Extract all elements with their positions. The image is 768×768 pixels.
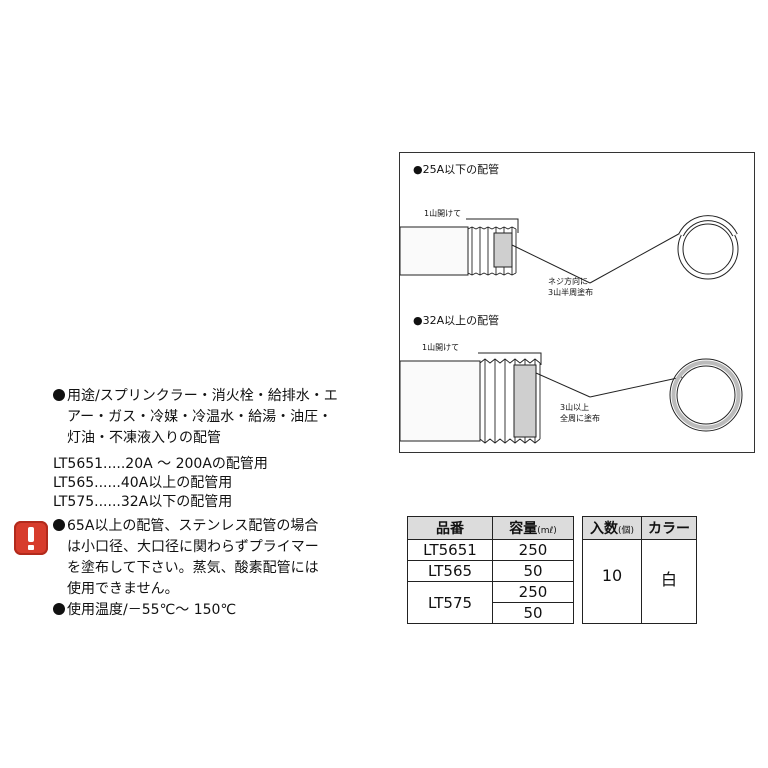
color-cell: 白 [641, 539, 697, 624]
usage-line-3: 灯油・不凍液入りの配管 [67, 430, 221, 446]
bullet-icon [53, 389, 65, 401]
qty-cell: 10 [582, 539, 642, 624]
header-model-cell: 品番 [407, 516, 493, 540]
warning-line-3: を塗布して下さい。蒸気、酸素配管には [67, 560, 319, 576]
section-32a-thread-label: 1山開けて [422, 343, 460, 352]
model-cell: LT5651 [407, 539, 493, 561]
section-25a-apply-label-1: ネジ方向に [548, 277, 588, 286]
ring-25a [677, 215, 739, 280]
bullet-icon [53, 603, 65, 615]
bullet-icon [53, 519, 65, 531]
warning-icon [14, 521, 48, 555]
model-line-3: LT575......32A以下の配管用 [53, 494, 233, 510]
section-32a-apply-label-2: 全周に塗布 [560, 414, 600, 423]
header-qty-cell: 入数(個) [582, 516, 642, 540]
pipe-diagram [400, 215, 743, 444]
pipe-25a [400, 218, 685, 284]
section-32a-title: ●32A以上の配管 [413, 314, 500, 327]
model-line-2: LT565......40A以上の配管用 [53, 475, 233, 491]
pipe-32a [400, 352, 683, 444]
header-color-cell: カラー [641, 516, 697, 540]
warning-line-4: 使用できません。 [67, 581, 179, 597]
model-cell: LT575 [407, 581, 493, 624]
warning-line-1: 65A以上の配管、ステンレス配管の場合 [53, 517, 318, 535]
section-32a-apply-label-1: 3山以上 [560, 403, 590, 412]
capacity-cell: 50 [492, 560, 574, 582]
warning-line-2: は小口径、大口径に関わらずプライマー [67, 539, 319, 555]
header-capacity-cell: 容量(mℓ) [492, 516, 574, 540]
model-cell: LT565 [407, 560, 493, 582]
section-25a-apply-label-2: 3山半周塗布 [548, 288, 594, 297]
capacity-cell: 250 [492, 539, 574, 561]
spec-table-body: 品番 容量(mℓ) 入数(個) カラー LT5651 250 10 白 LT56… [407, 516, 697, 624]
capacity-cell: 50 [492, 602, 574, 624]
model-line-1: LT5651.....20A ～ 200Aの配管用 [53, 456, 268, 472]
section-25a-title: ●25A以下の配管 [413, 163, 500, 176]
ring-32a [669, 358, 743, 432]
usage-line-2: アー・ガス・冷媒・冷温水・給湯・油圧・ [67, 409, 333, 425]
diagram-panel: ●25A以下の配管 1山開けて ネジ方向に 3山半周塗布 ●32A以上の配管 1… [399, 152, 755, 453]
temperature-line: 使用温度/－55℃～ 150℃ [53, 601, 236, 619]
usage-line-1: 用途/スプリンクラー・消火栓・給排水・エ [53, 387, 338, 405]
section-25a-thread-label: 1山開けて [424, 209, 462, 218]
capacity-cell: 250 [492, 581, 574, 603]
